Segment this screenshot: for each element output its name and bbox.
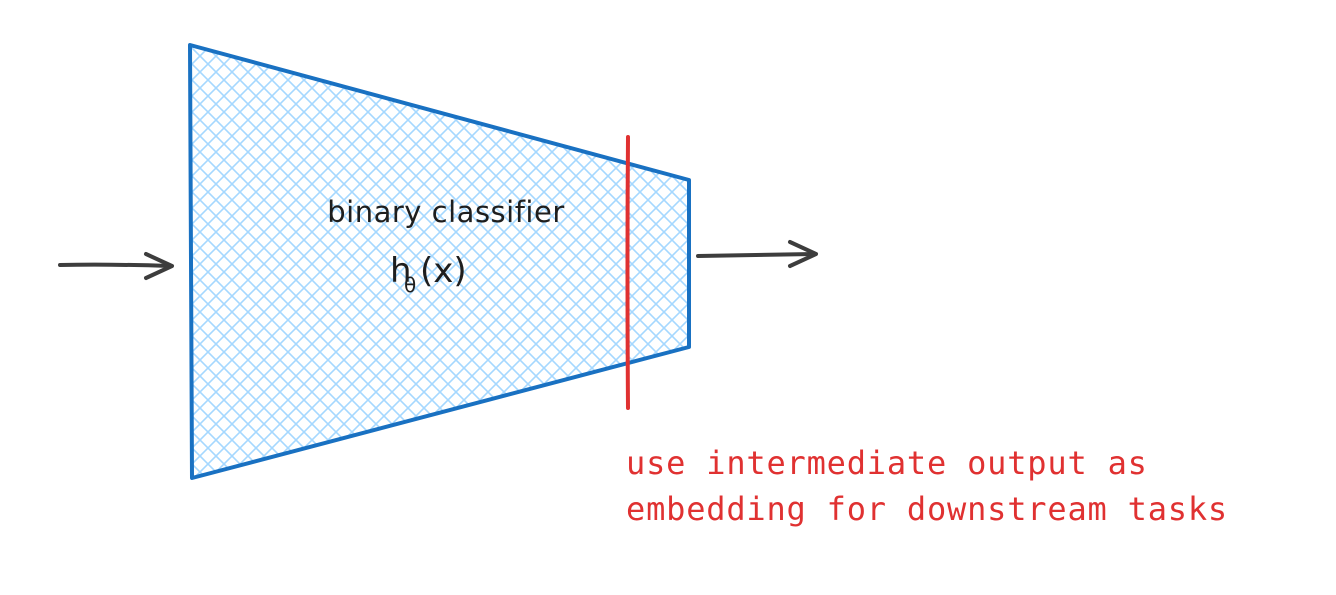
formula-subscript: θ <box>404 273 416 297</box>
annotation-line-2: embedding for downstream tasks <box>626 490 1228 528</box>
formula-argument: (x) <box>420 251 467 291</box>
output-arrow <box>696 240 818 268</box>
formula: h θ (x) <box>390 251 467 297</box>
classifier-trapezoid <box>188 43 691 480</box>
formula-base: h <box>390 251 412 291</box>
model-label: binary classifier <box>327 195 565 229</box>
annotation-line-1: use intermediate output as <box>626 444 1148 482</box>
intermediate-cut-line <box>625 135 630 410</box>
input-arrow <box>58 252 174 280</box>
